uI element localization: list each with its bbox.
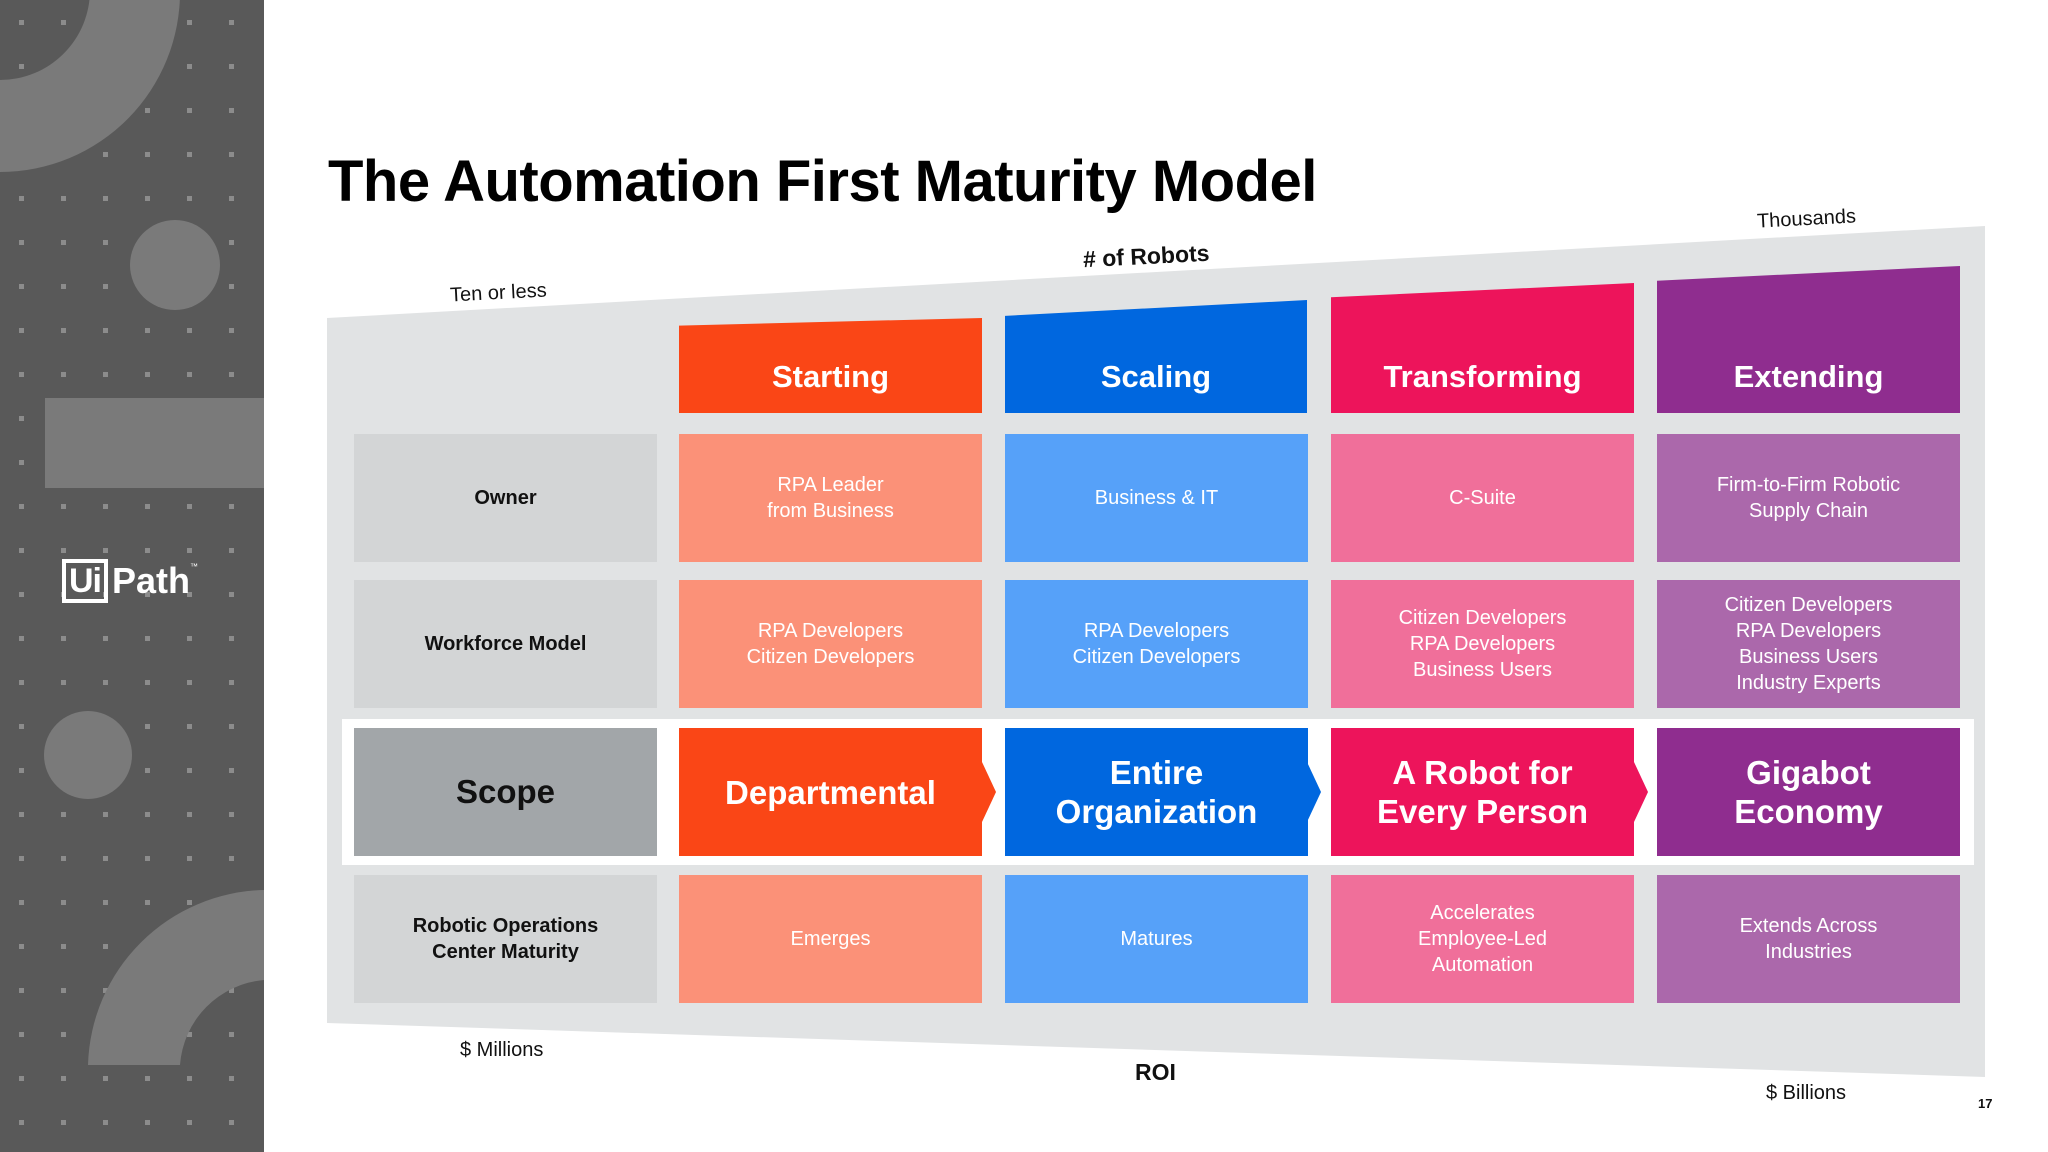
chevron-arrow-1: [982, 762, 996, 822]
slide-title: The Automation First Maturity Model: [328, 149, 1317, 214]
page-number: 17: [1978, 1096, 1993, 1111]
row-label-scope: Scope: [354, 728, 657, 856]
owner-transforming: C-Suite: [1331, 434, 1634, 562]
stage-header-scaling: Scaling: [1005, 300, 1307, 413]
stage-header-transforming: Transforming: [1331, 283, 1634, 413]
scope-transforming: A Robot for Every Person: [1331, 728, 1634, 856]
roi-min-label: $ Millions: [460, 1039, 544, 1061]
chevron-arrow-3: [1634, 762, 1648, 822]
row-label-owner: Owner: [354, 434, 657, 562]
row-label-workforce: Workforce Model: [354, 580, 657, 708]
uipath-logo: Ui Path ™: [62, 556, 198, 606]
owner-extending: Firm-to-Firm Robotic Supply Chain: [1657, 434, 1960, 562]
stage-header-extending: Extending: [1657, 266, 1960, 413]
scope-scaling: Entire Organization: [1005, 728, 1308, 856]
decorative-sidebar: Ui Path ™: [0, 0, 264, 1152]
sidebar-pattern: [0, 0, 264, 1152]
owner-scaling: Business & IT: [1005, 434, 1308, 562]
logo-text: Path: [112, 560, 191, 601]
roc-extending: Extends Across Industries: [1657, 875, 1960, 1003]
scope-starting: Departmental: [679, 728, 982, 856]
owner-starting: RPA Leader from Business: [679, 434, 982, 562]
row-label-roc-maturity: Robotic Operations Center Maturity: [354, 875, 657, 1003]
workforce-transforming: Citizen Developers RPA Developers Busine…: [1331, 580, 1634, 708]
roc-starting: Emerges: [679, 875, 982, 1003]
roc-transforming: Accelerates Employee-Led Automation: [1331, 875, 1634, 1003]
stage-header-starting: Starting: [679, 318, 982, 413]
chevron-arrow-2: [1307, 762, 1321, 822]
roi-axis-label: ROI: [1135, 1059, 1176, 1085]
workforce-starting: RPA Developers Citizen Developers: [679, 580, 982, 708]
logo-box: Ui: [62, 559, 108, 603]
logo-trademark: ™: [190, 562, 199, 571]
workforce-extending: Citizen Developers RPA Developers Busine…: [1657, 580, 1960, 708]
roi-max-label: $ Billions: [1766, 1082, 1847, 1104]
scope-extending: Gigabot Economy: [1657, 728, 1960, 856]
workforce-scaling: RPA Developers Citizen Developers: [1005, 580, 1308, 708]
roc-scaling: Matures: [1005, 875, 1308, 1003]
